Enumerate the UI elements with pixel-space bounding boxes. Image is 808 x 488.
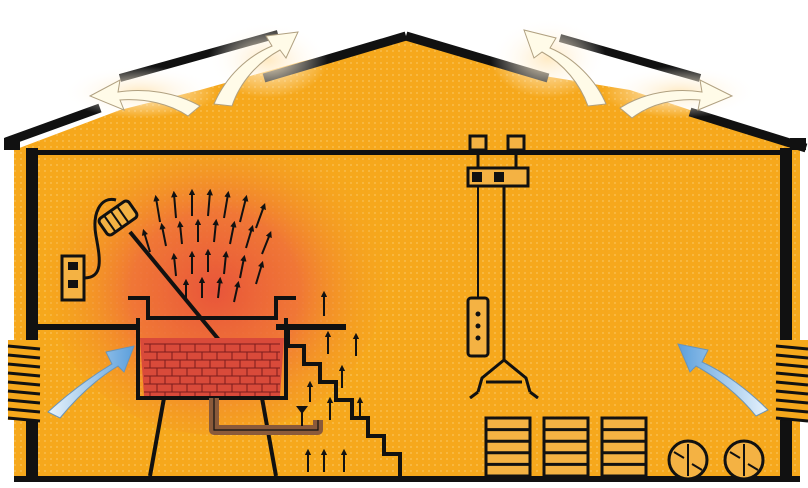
hoist-motor-left xyxy=(472,172,482,182)
hoist-pendant-button-2 xyxy=(476,324,481,329)
barrel-body xyxy=(544,418,588,476)
control-panel-switch xyxy=(68,280,78,288)
control-panel-display xyxy=(68,262,78,270)
hoist-trolley-right xyxy=(508,136,524,150)
roof-right-corner xyxy=(790,138,806,150)
hoist-pendant-button-1 xyxy=(476,312,481,317)
crane-rail xyxy=(38,150,780,155)
barrels xyxy=(486,418,646,476)
barrel xyxy=(602,418,646,476)
barrel xyxy=(486,418,530,476)
hoist-pendant-button-3 xyxy=(476,336,481,341)
barrel-body xyxy=(602,418,646,476)
hoist-motor-right xyxy=(494,172,504,182)
left-louvre xyxy=(8,340,40,421)
right-wall xyxy=(780,148,792,480)
left-wall xyxy=(26,148,38,480)
barrel-body xyxy=(486,418,530,476)
cable-reel xyxy=(669,441,707,479)
right-louvre xyxy=(776,340,808,421)
barrel xyxy=(544,418,588,476)
hoist-trolley-left xyxy=(470,136,486,150)
roof-left-corner xyxy=(4,138,20,150)
cable-reel xyxy=(725,441,763,479)
platform-left-slab xyxy=(38,324,136,330)
